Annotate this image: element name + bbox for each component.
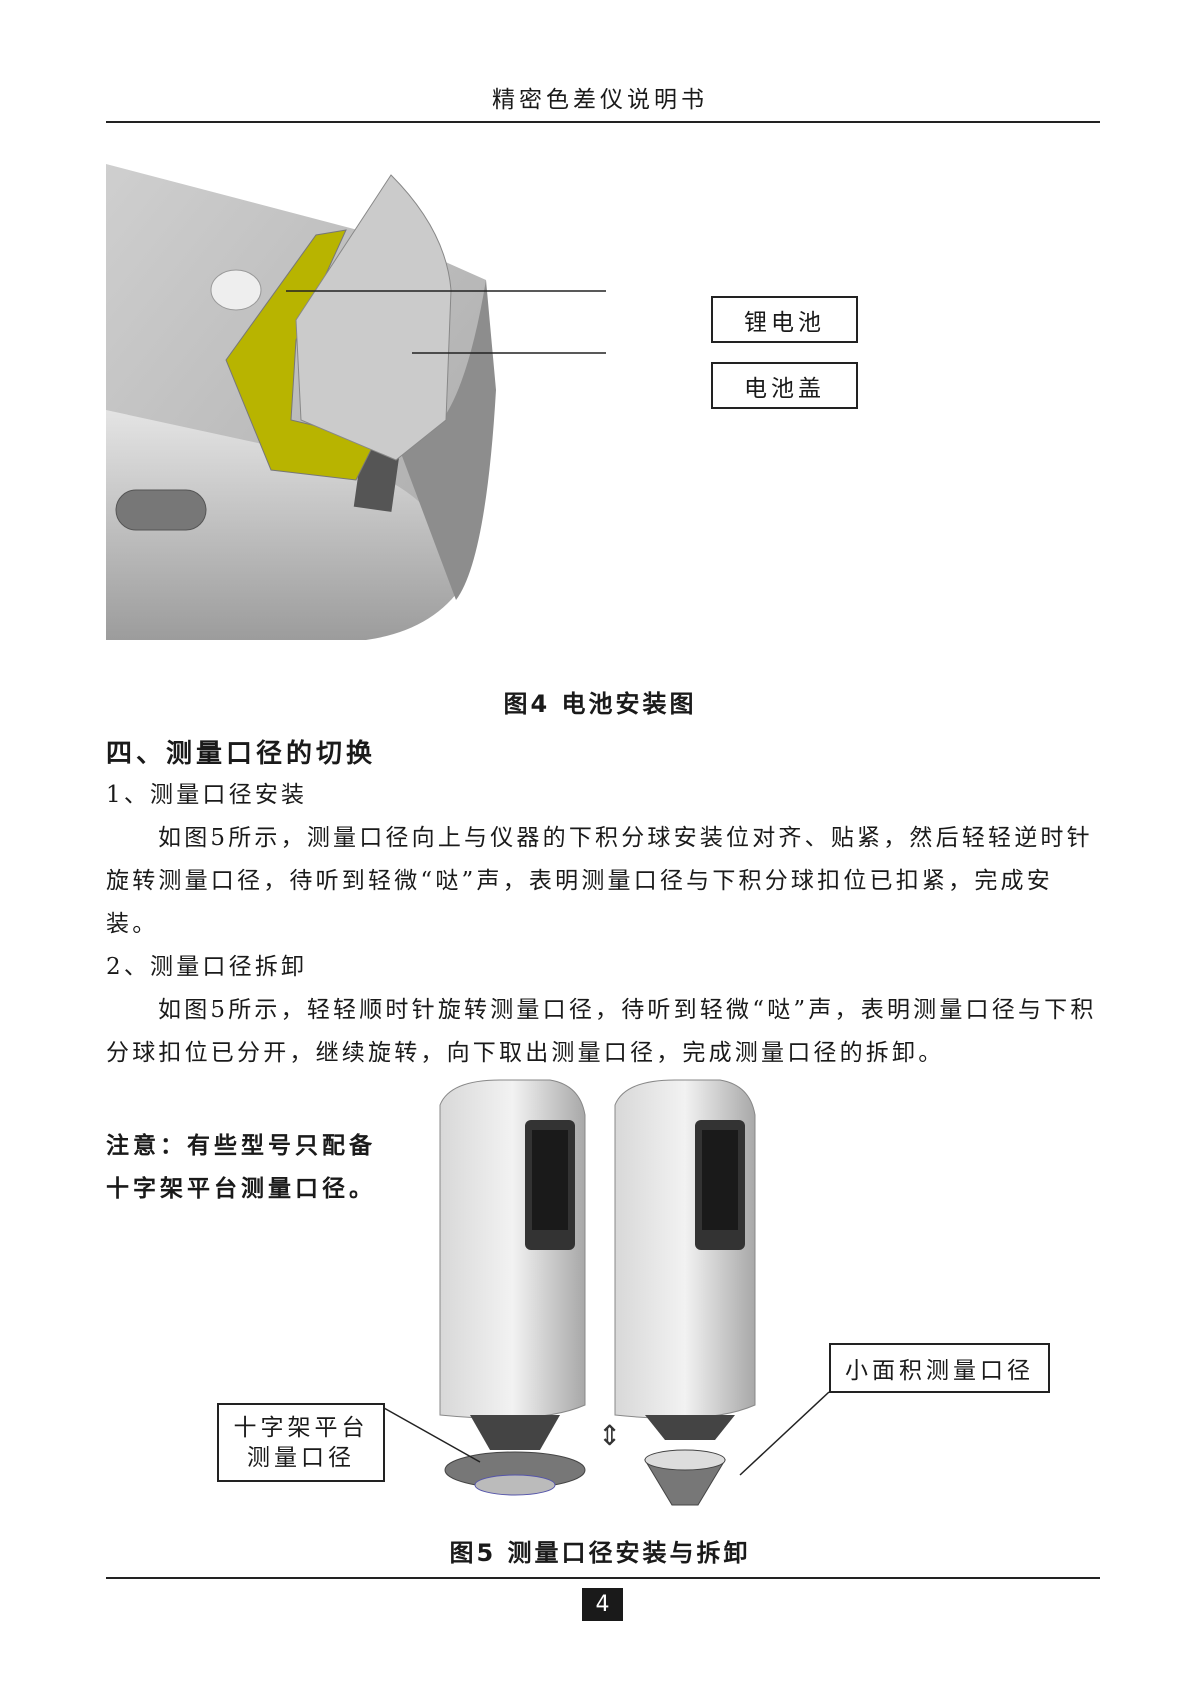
- svg-text:⇕: ⇕: [598, 1419, 621, 1452]
- label-small-area-aperture: 小面积测量口径: [829, 1343, 1050, 1393]
- label-battery-cover: 电池盖: [711, 362, 858, 409]
- note-line-2: 十字架平台测量口径。: [106, 1176, 376, 1202]
- battery-shape: [225, 229, 377, 481]
- label-cross-line-1: 十字架平台: [233, 1414, 369, 1441]
- device-right: [614, 1079, 756, 1506]
- figure4-caption: 图4 电池安装图: [503, 690, 697, 718]
- subheading-remove: 2、测量口径拆卸: [106, 954, 308, 980]
- paragraph-install: 如图5所示，测量口径向上与仪器的下积分球安装位对齐、贴紧，然后轻轻逆时针旋转测量…: [106, 825, 1093, 937]
- label-cross-line-2: 测量口径: [247, 1444, 355, 1471]
- label-lithium-battery: 锂电池: [711, 296, 858, 343]
- aperture-install-illustration: ⇕: [439, 1079, 756, 1506]
- device-left: [439, 1079, 586, 1496]
- paragraph-remove: 如图5所示，轻轻顺时针旋转测量口径，待听到轻微“哒”声，表明测量口径与下积分球扣…: [106, 997, 1097, 1066]
- note: 注意：有些型号只配备 十字架平台测量口径。: [106, 1125, 376, 1211]
- section-body: 1、测量口径安装 如图5所示，测量口径向上与仪器的下积分球安装位对齐、贴紧，然后…: [106, 774, 1102, 1075]
- footer-rule: [106, 1577, 1100, 1579]
- subheading-install: 1、测量口径安装: [106, 782, 308, 808]
- page-number: 4: [582, 1588, 623, 1621]
- figure5-caption: 图5 测量口径安装与拆卸: [449, 1539, 751, 1567]
- header-title: 精密色差仪说明书: [492, 87, 708, 113]
- header-rule: [106, 121, 1100, 123]
- note-line-1: 注意：有些型号只配备: [106, 1133, 376, 1159]
- battery-install-illustration: [106, 164, 606, 640]
- section-heading: 四、测量口径的切换: [106, 739, 377, 769]
- label-cross-platform-aperture: 十字架平台 测量口径: [217, 1403, 385, 1482]
